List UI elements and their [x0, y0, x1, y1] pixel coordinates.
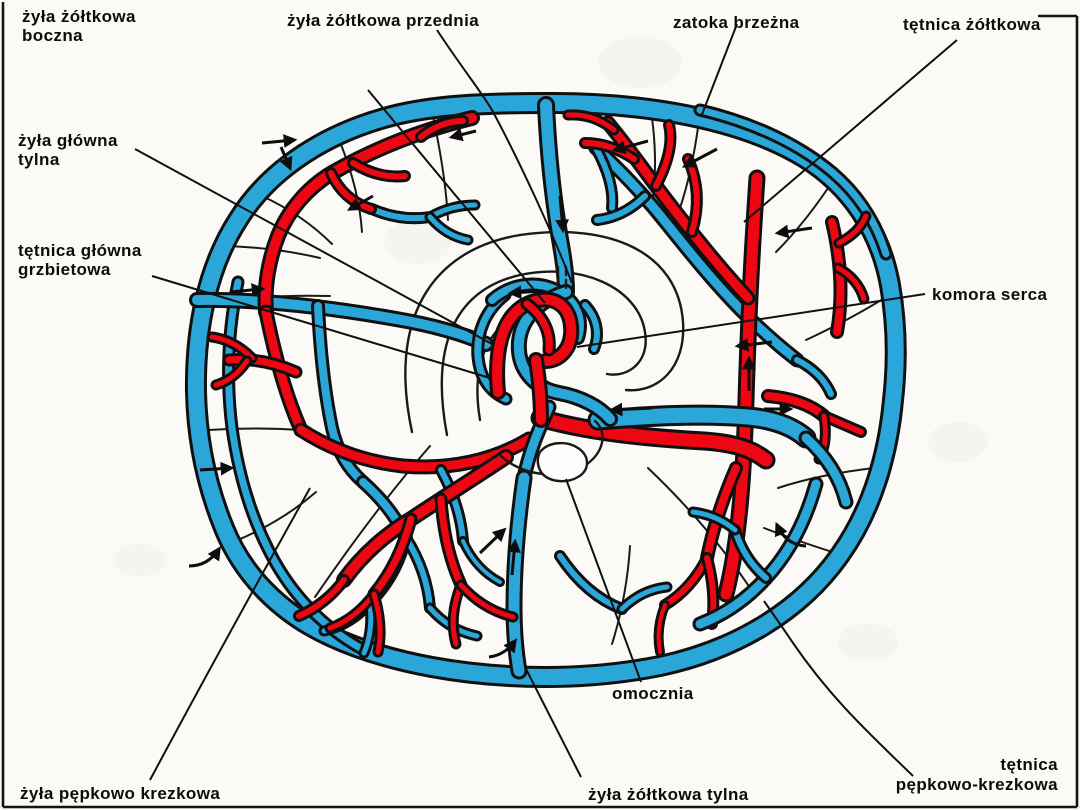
label-zyla-zoltkowa-przednia: żyła żółtkowa przednia	[287, 11, 479, 30]
label-komora-serca: komora serca	[932, 285, 1048, 304]
leader-tetnica-pepkowo-krezkowa	[763, 600, 914, 777]
label-tetnica-pepkowo-krezkowa-line1: tętnica	[1000, 755, 1058, 774]
leader-zyla-zoltkowa-tylna	[525, 668, 582, 778]
label-zyla-zoltkowa-boczna-line2: boczna	[22, 26, 83, 45]
label-tetnica-glowna-grzbietowa-line1: tętnica główna	[18, 241, 142, 260]
flow-arrows	[188, 127, 813, 659]
leader-tetnica-zoltkowa	[743, 39, 958, 223]
leader-zyla-zoltkowa-boczna	[367, 89, 546, 304]
leader-zyla-pepkowo-krezkowa	[149, 487, 311, 781]
label-zyla-zoltkowa-boczna-line1: żyła żółtkowa	[22, 7, 136, 26]
paper-texture	[114, 36, 988, 660]
label-tetnica-glowna-grzbietowa-line2: grzbietowa	[18, 260, 111, 279]
vessel-network	[184, 91, 907, 688]
leader-zyla-zoltkowa-przednia	[436, 29, 573, 284]
label-tetnica-zoltkowa: tętnica żółtkowa	[903, 15, 1041, 34]
label-zatoka-brzezna: zatoka brzeżna	[673, 13, 800, 32]
leader-omocznia	[565, 478, 642, 683]
leader-zyla-glowna-tylna	[134, 148, 493, 345]
label-zyla-pepkowo-krezkowa: żyła pępkowo krezkowa	[20, 784, 220, 803]
allantois	[498, 419, 604, 483]
label-zyla-glowna-tylna-line1: żyła główna	[18, 131, 118, 150]
leader-lines	[134, 23, 958, 781]
label-zyla-glowna-tylna-line2: tylna	[18, 150, 60, 169]
leader-tetnica-glowna-grzbietowa	[151, 275, 491, 379]
label-zyla-zoltkowa-tylna: żyła żółtkowa tylna	[588, 785, 749, 804]
marginal-sinus-ring	[187, 94, 904, 685]
leader-zatoka-brzezna	[700, 23, 738, 118]
labels: żyła żółtkowa boczna żyła żółtkowa przed…	[18, 7, 1058, 804]
leader-komora-serca	[576, 293, 926, 348]
label-tetnica-pepkowo-krezkowa-line2: pępkowo-krezkowa	[896, 775, 1058, 794]
label-omocznia: omocznia	[612, 684, 694, 703]
dashed-ticks	[556, 265, 568, 290]
